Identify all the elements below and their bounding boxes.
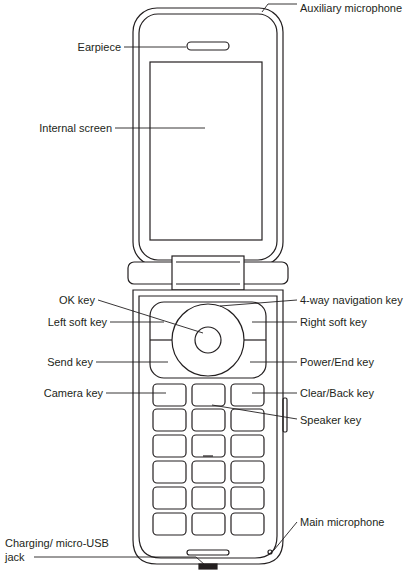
keypad-key [192,461,225,483]
callout-label: Left soft key [48,315,107,329]
keypad-key [192,409,225,431]
keypad-key [192,435,225,457]
keypad-key [153,435,186,457]
keypad-key [192,513,225,535]
callout-label: Charging/ micro-USB jack [5,536,117,564]
keypad-key [231,487,264,509]
callout-label: Power/End key [300,355,374,369]
callout-label: OK key [59,293,95,307]
callout-label: Main microphone [300,515,384,529]
keypad-key [231,435,264,457]
keypad-key [192,487,225,509]
keypad-key [153,409,186,431]
callout-label: 4-way navigation key [300,293,403,307]
callout-label: Camera key [44,386,103,400]
callout-label: Speaker key [300,413,361,427]
callout-label: Auxiliary microphone [300,1,402,15]
keypad-key [231,461,264,483]
callout-label: Internal screen [39,121,112,135]
keypad-key [192,384,225,406]
keypad-key [231,513,264,535]
keypad-key [231,384,264,406]
keypad-key [153,461,186,483]
keypad-key [153,487,186,509]
callout-label: Earpiece [78,40,121,54]
callout-label: Clear/Back key [300,386,374,400]
callout-label: Right soft key [300,315,367,329]
callout-label: Send key [47,355,93,369]
keypad-key [153,384,186,406]
keypad-key [153,513,186,535]
